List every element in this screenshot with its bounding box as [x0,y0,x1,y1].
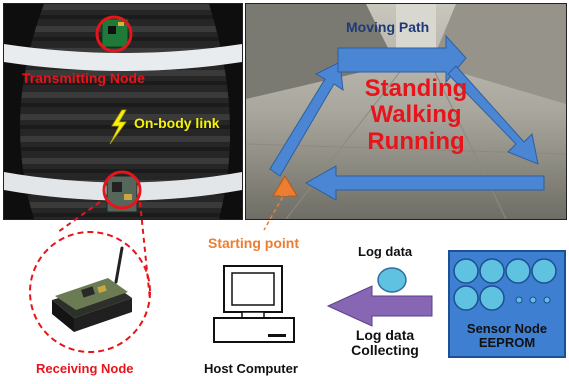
collecting-arrow [326,285,433,327]
log-data-label: Log data [358,244,413,259]
sensor-node-line-1: Sensor Node [466,321,548,336]
lightning-icon [109,109,127,145]
log-data-icon [377,267,407,293]
sensor-node-label: Sensor Node EEPROM [449,321,565,351]
on-body-link-label: On-body link [134,115,220,131]
corridor-illustration [246,4,566,219]
transmitting-node-label: Transmitting Node [22,70,145,86]
activity-standing: Standing [364,75,468,102]
activity-labels: Standing Walking Running [346,75,486,155]
memory-cells [453,258,557,311]
log-data-collecting-line-1: Log data [355,327,415,343]
starting-point-label: Starting point [208,235,299,251]
body-photo-illustration [4,4,242,219]
receiving-node-device [52,246,132,332]
moving-path-label: Moving Path [346,19,430,35]
body-photo: Transmitting Node On-body link [3,3,243,220]
receiving-node-label: Receiving Node [36,361,134,376]
moving-path-arrows [269,34,545,201]
host-computer-label: Host Computer [204,361,298,376]
activity-running: Running [367,127,465,155]
log-data-collecting-label: Log data Collecting [345,327,425,359]
receiving-node-zoom-circle [29,231,151,353]
activity-walking: Walking [370,101,462,129]
host-computer-icon [213,265,295,343]
corridor-photo: Moving Path Standing Walking Running [245,3,567,220]
log-data-collecting-line-2: Collecting [351,342,419,359]
sensor-node-line-2: EEPROM [478,335,536,351]
